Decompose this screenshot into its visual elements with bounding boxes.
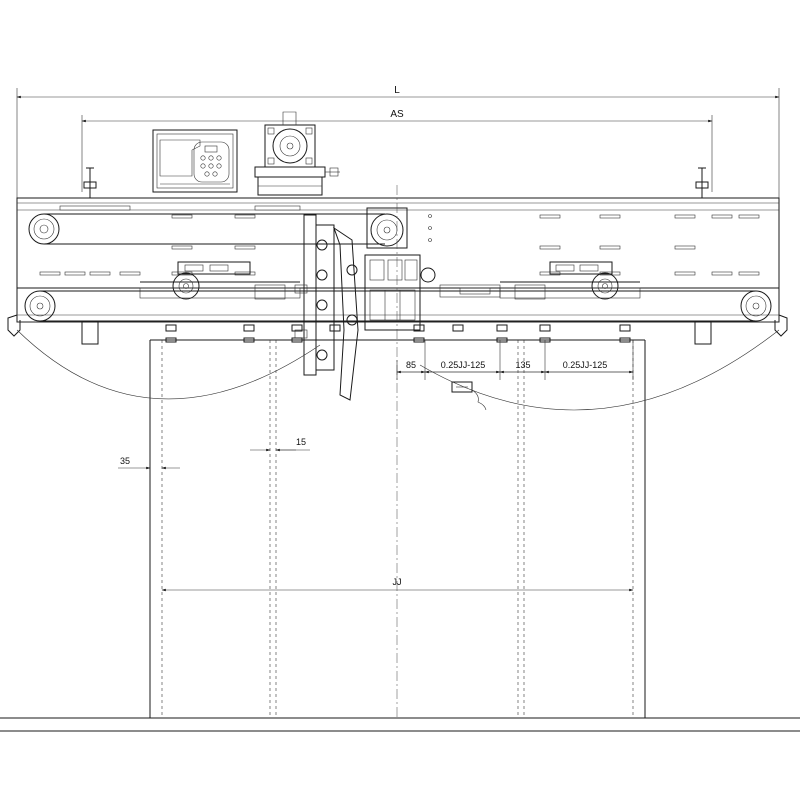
door-panels: [0, 339, 800, 732]
dimension-as: AS: [81, 109, 713, 192]
hanger-roller-left: [139, 261, 301, 300]
dimension-35: 35: [118, 456, 180, 470]
door-motor: [254, 111, 340, 196]
drive-pulley: [366, 207, 432, 249]
door-lock-mechanism: [294, 214, 359, 401]
door-controller: [152, 129, 238, 193]
belt-pulley-top-left: [28, 213, 385, 245]
dimension-quarter-right-label: 0.25JJ-125: [563, 360, 608, 370]
mounting-bolt-left: [83, 167, 97, 198]
dimension-as-label: AS: [390, 109, 404, 120]
dimension-135-label: 135: [515, 360, 530, 370]
dimension-15-label: 15: [296, 437, 306, 447]
beam-slots: [39, 205, 760, 276]
dimension-l: L: [16, 85, 780, 200]
hanger-roller-right: [499, 261, 641, 300]
door-sensor: [451, 381, 487, 411]
center-lock-block: [254, 254, 546, 331]
door-hanger-clips: [165, 324, 631, 343]
door-swing-arcs: [16, 329, 780, 411]
dimension-jj-label: JJ: [393, 577, 402, 587]
dimension-jj: JJ: [161, 577, 634, 592]
dimension-85-label: 85: [406, 360, 416, 370]
mounting-bolt-right: [695, 167, 709, 198]
bottom-belt: [7, 290, 788, 345]
dimension-15: 15: [250, 437, 310, 452]
dimension-row-offsets: 85 0.25JJ-125 135 0.25JJ-125: [396, 340, 634, 380]
dimension-35-label: 35: [120, 456, 130, 466]
dimension-quarter-left-label: 0.25JJ-125: [441, 360, 486, 370]
dimension-l-label: L: [394, 85, 400, 96]
